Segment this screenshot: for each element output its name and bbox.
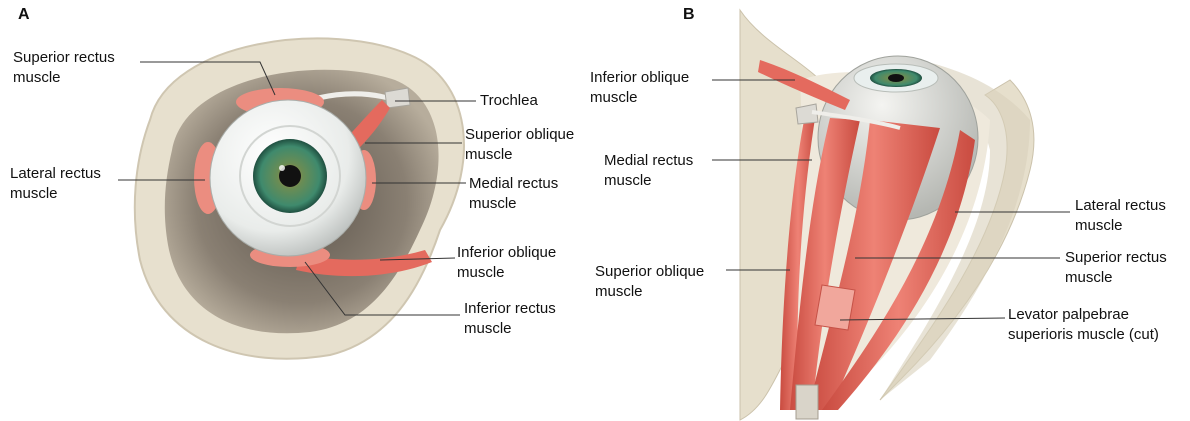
label-medial-rectus-a: Medial rectus muscle (469, 174, 558, 214)
label-lateral-rectus-b: Lateral rectus muscle (1075, 196, 1166, 236)
label-medial-rectus-b: Medial rectus muscle (604, 151, 693, 191)
label-line-2: muscle (13, 68, 115, 88)
label-superior-rectus-b: Superior rectus muscle (1065, 248, 1167, 288)
panel-b-letter: B (683, 6, 695, 24)
label-line-2: muscle (464, 319, 556, 339)
panel-b-art (740, 10, 1034, 420)
label-inferior-oblique-a: Inferior oblique muscle (457, 243, 556, 283)
label-line-1: Inferior oblique (590, 68, 689, 88)
label-line-1: Lateral rectus (10, 164, 101, 184)
label-line-2: muscle (10, 184, 101, 204)
label-superior-oblique-a: Superior oblique muscle (465, 125, 574, 165)
label-line-2: muscle (590, 88, 689, 108)
label-line-1: Inferior rectus (464, 299, 556, 319)
trochlea (385, 88, 410, 108)
label-line-1: Inferior oblique (457, 243, 556, 263)
label-line-1: Superior oblique (465, 125, 574, 145)
panel-a-letter: A (18, 6, 30, 24)
label-inferior-rectus-a: Inferior rectus muscle (464, 299, 556, 339)
label-line-2: muscle (1075, 216, 1166, 236)
panel-a-art (135, 38, 464, 358)
label-line-2: muscle (604, 171, 693, 191)
label-line-2: muscle (465, 145, 574, 165)
label-line-1: Superior rectus (13, 48, 115, 68)
label-trochlea: Trochlea (480, 91, 538, 111)
label-line-1: Medial rectus (469, 174, 558, 194)
label-line-2: superioris muscle (cut) (1008, 325, 1159, 345)
label-superior-oblique-b: Superior oblique muscle (595, 262, 704, 302)
label-line-2: muscle (1065, 268, 1167, 288)
optic-nerve (796, 385, 818, 419)
label-line-2: muscle (457, 263, 556, 283)
label-line-1: Levator palpebrae (1008, 305, 1159, 325)
label-line-1: Superior oblique (595, 262, 704, 282)
levator-palpebrae-cut (815, 285, 855, 330)
label-superior-rectus-a: Superior rectus muscle (13, 48, 115, 88)
label-line-1: Trochlea (480, 91, 538, 111)
label-levator-palpebrae: Levator palpebrae superioris muscle (cut… (1008, 305, 1159, 345)
label-line-2: muscle (595, 282, 704, 302)
label-line-2: muscle (469, 194, 558, 214)
label-inferior-oblique-b: Inferior oblique muscle (590, 68, 689, 108)
label-line-1: Superior rectus (1065, 248, 1167, 268)
label-lateral-rectus-a: Lateral rectus muscle (10, 164, 101, 204)
label-line-1: Lateral rectus (1075, 196, 1166, 216)
label-line-1: Medial rectus (604, 151, 693, 171)
